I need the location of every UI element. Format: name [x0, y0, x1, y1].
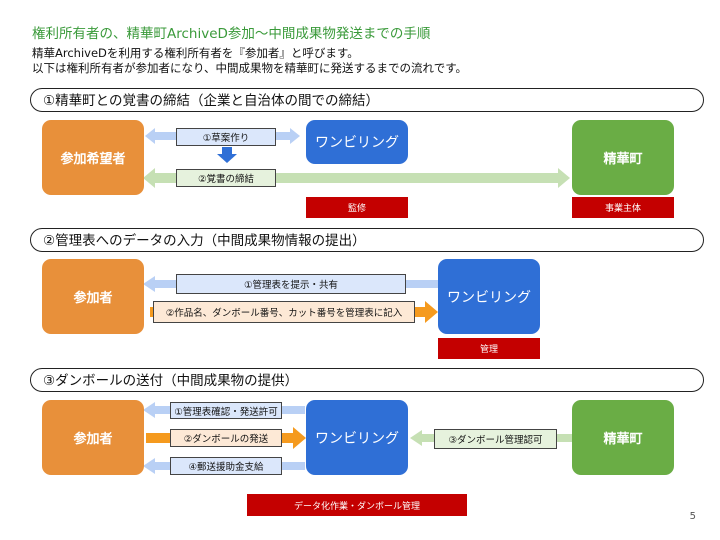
intro-text: 精華ArchiveDを利用する権利所有者を『参加者』と呼びます。 以下は権利所有… [32, 46, 467, 76]
s1-down-arrow [217, 147, 237, 163]
s3-step1-label: ①管理表確認・発送許可 [170, 402, 282, 419]
s3-town-box: 精華町 [572, 400, 674, 475]
s3-company-box: ワンビリング [306, 400, 408, 475]
s3-step3-label: ③ダンボール管理認可 [434, 429, 557, 449]
section-2-heading: ②管理表へのデータの入力（中間成果物情報の提出） [30, 228, 704, 252]
page-title: 権利所有者の、精華町ArchiveD参加〜中間成果物発送までの手順 [32, 26, 431, 42]
page-number: 5 [689, 511, 696, 522]
s3-step4-label: ④郵送援助金支給 [170, 457, 282, 475]
s3-step2-label: ②ダンボールの発送 [170, 429, 282, 447]
s1-company-box: ワンビリング [306, 120, 408, 164]
s3-participant-box: 参加者 [42, 400, 144, 475]
s2-company-role-badge: 管理 [438, 338, 540, 359]
section-1-heading: ①精華町との覚書の締結（企業と自治体の間での締結） [30, 88, 704, 112]
section-3-heading: ③ダンボールの送付（中間成果物の提供） [30, 368, 704, 392]
s2-participant-box: 参加者 [42, 259, 144, 334]
s1-company-role-badge: 監修 [306, 197, 408, 218]
intro-line-2: 以下は権利所有者が参加者になり、中間成果物を精華町に発送するまでの流れです。 [32, 61, 468, 75]
s2-step2-label: ②作品名、ダンボール番号、カット番号を管理表に記入 [153, 301, 415, 323]
s1-town-role-badge: 事業主体 [572, 197, 674, 218]
s1-participant-box: 参加希望者 [42, 120, 144, 195]
s1-town-box: 精華町 [572, 120, 674, 195]
s1-step2-label: ②覚書の締結 [176, 169, 276, 187]
s2-company-box: ワンビリング [438, 259, 540, 334]
s2-step1-label: ①管理表を提示・共有 [176, 274, 406, 294]
s1-step1-label: ①草案作り [176, 128, 276, 146]
s3-company-role-badge: データ化作業・ダンボール管理 [247, 494, 467, 516]
intro-line-1: 精華ArchiveDを利用する権利所有者を『参加者』と呼びます。 [32, 46, 359, 60]
